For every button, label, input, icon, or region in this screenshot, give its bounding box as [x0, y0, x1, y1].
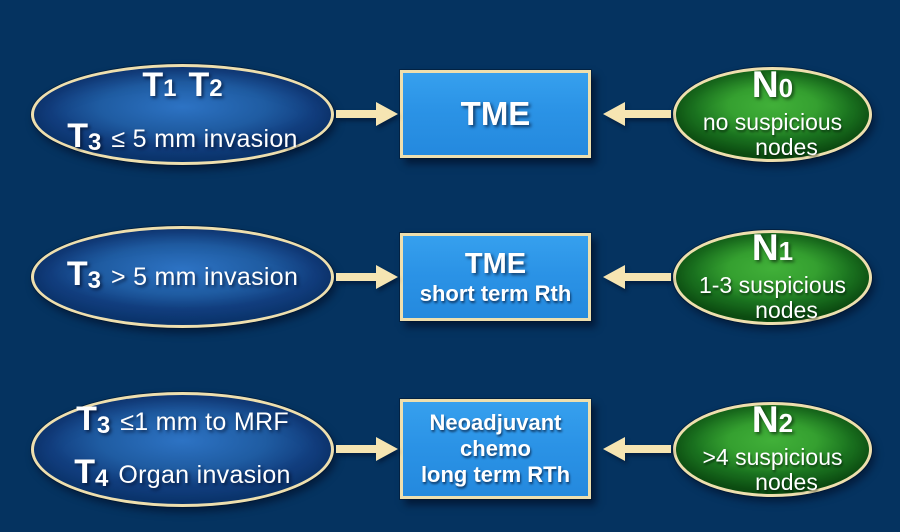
- arrow-right-icon: [336, 265, 398, 289]
- n-stage-line: N1: [752, 229, 794, 273]
- n-stage-description: >4 suspicious: [702, 444, 843, 470]
- t-stage-description: Organ invasion: [118, 461, 291, 489]
- n-stage-figure: 1: [778, 236, 794, 266]
- t-stage-figure: 3: [87, 266, 101, 294]
- arrow-gap: [591, 99, 673, 129]
- n-stage-label: N: [751, 399, 779, 440]
- arrow-gap: [334, 99, 400, 129]
- t-stage-description: > 5 mm invasion: [110, 262, 299, 291]
- treatment-box-1: TME: [400, 70, 591, 158]
- t-stage-description: ≤ 5 mm invasion: [111, 125, 298, 153]
- t-stage-label: T: [67, 117, 89, 155]
- t-stage-label: T: [66, 254, 88, 293]
- t-stage-line: T3 ≤1 mm to MRF: [76, 396, 289, 449]
- arrow-gap: [334, 434, 400, 464]
- t-stage-figure: 1: [163, 75, 177, 102]
- n-stage-label: N: [751, 227, 779, 268]
- arrow-right-icon: [336, 102, 398, 126]
- treatment-line: chemo: [460, 436, 531, 461]
- arrow-right-icon: [336, 437, 398, 461]
- t-stage-label: T: [142, 66, 164, 104]
- n-stage-description: nodes: [755, 134, 818, 160]
- t-stage-figure: 4: [95, 465, 109, 493]
- n-stage-ellipse-1: N0 no suspicious nodes: [673, 66, 872, 162]
- t-stage-line: T4 Organ invasion: [74, 449, 291, 502]
- n-stage-description: 1-3 suspicious: [698, 272, 847, 298]
- t-stage-figure: 3: [88, 129, 102, 157]
- arrow-gap: [334, 262, 400, 292]
- t-stage-figure: 2: [209, 75, 223, 102]
- t-stage-label: T: [76, 400, 97, 438]
- n-stage-description: no suspicious: [702, 109, 843, 135]
- treatment-line: TME: [464, 247, 527, 280]
- t-stage-figure: 3: [96, 412, 111, 440]
- n-stage-description: nodes: [755, 297, 818, 323]
- t-stage-ellipse-2: T3 > 5 mm invasion: [31, 226, 334, 328]
- t-stage-line: T3 > 5 mm invasion: [67, 252, 298, 303]
- n-stage-figure: 2: [778, 408, 794, 438]
- treatment-line: long term RTh: [420, 462, 571, 487]
- treatment-box-3: Neoadjuvant chemo long term RTh: [400, 399, 591, 499]
- treatment-line: short term Rth: [419, 280, 572, 306]
- treatment-line: TME: [460, 95, 531, 132]
- t-stage-description: ≤1 mm to MRF: [120, 408, 289, 436]
- treatment-line: Neoadjuvant: [429, 410, 562, 435]
- t-stage-label: T: [188, 66, 210, 104]
- n-stage-label: N: [751, 64, 779, 105]
- n-stage-line: N2: [752, 401, 794, 445]
- arrow-left-icon: [603, 437, 671, 461]
- arrow-left-icon: [603, 265, 671, 289]
- treatment-box-2: TME short term Rth: [400, 233, 591, 321]
- n-stage-figure: 0: [778, 73, 794, 103]
- arrow-gap: [591, 434, 673, 464]
- n-stage-description: nodes: [755, 469, 818, 495]
- n-stage-ellipse-3: N2 >4 suspicious nodes: [673, 401, 872, 497]
- treatment-row-2: T3 > 5 mm invasion TME short term Rth N1 …: [0, 224, 900, 330]
- n-stage-ellipse-2: N1 1-3 suspicious nodes: [673, 229, 872, 325]
- n-stage-line: N0: [752, 66, 794, 110]
- arrow-left-icon: [603, 102, 671, 126]
- arrow-gap: [591, 262, 673, 292]
- t-stage-label: T: [74, 453, 96, 491]
- t-stage-line: T3 ≤ 5 mm invasion: [67, 114, 297, 165]
